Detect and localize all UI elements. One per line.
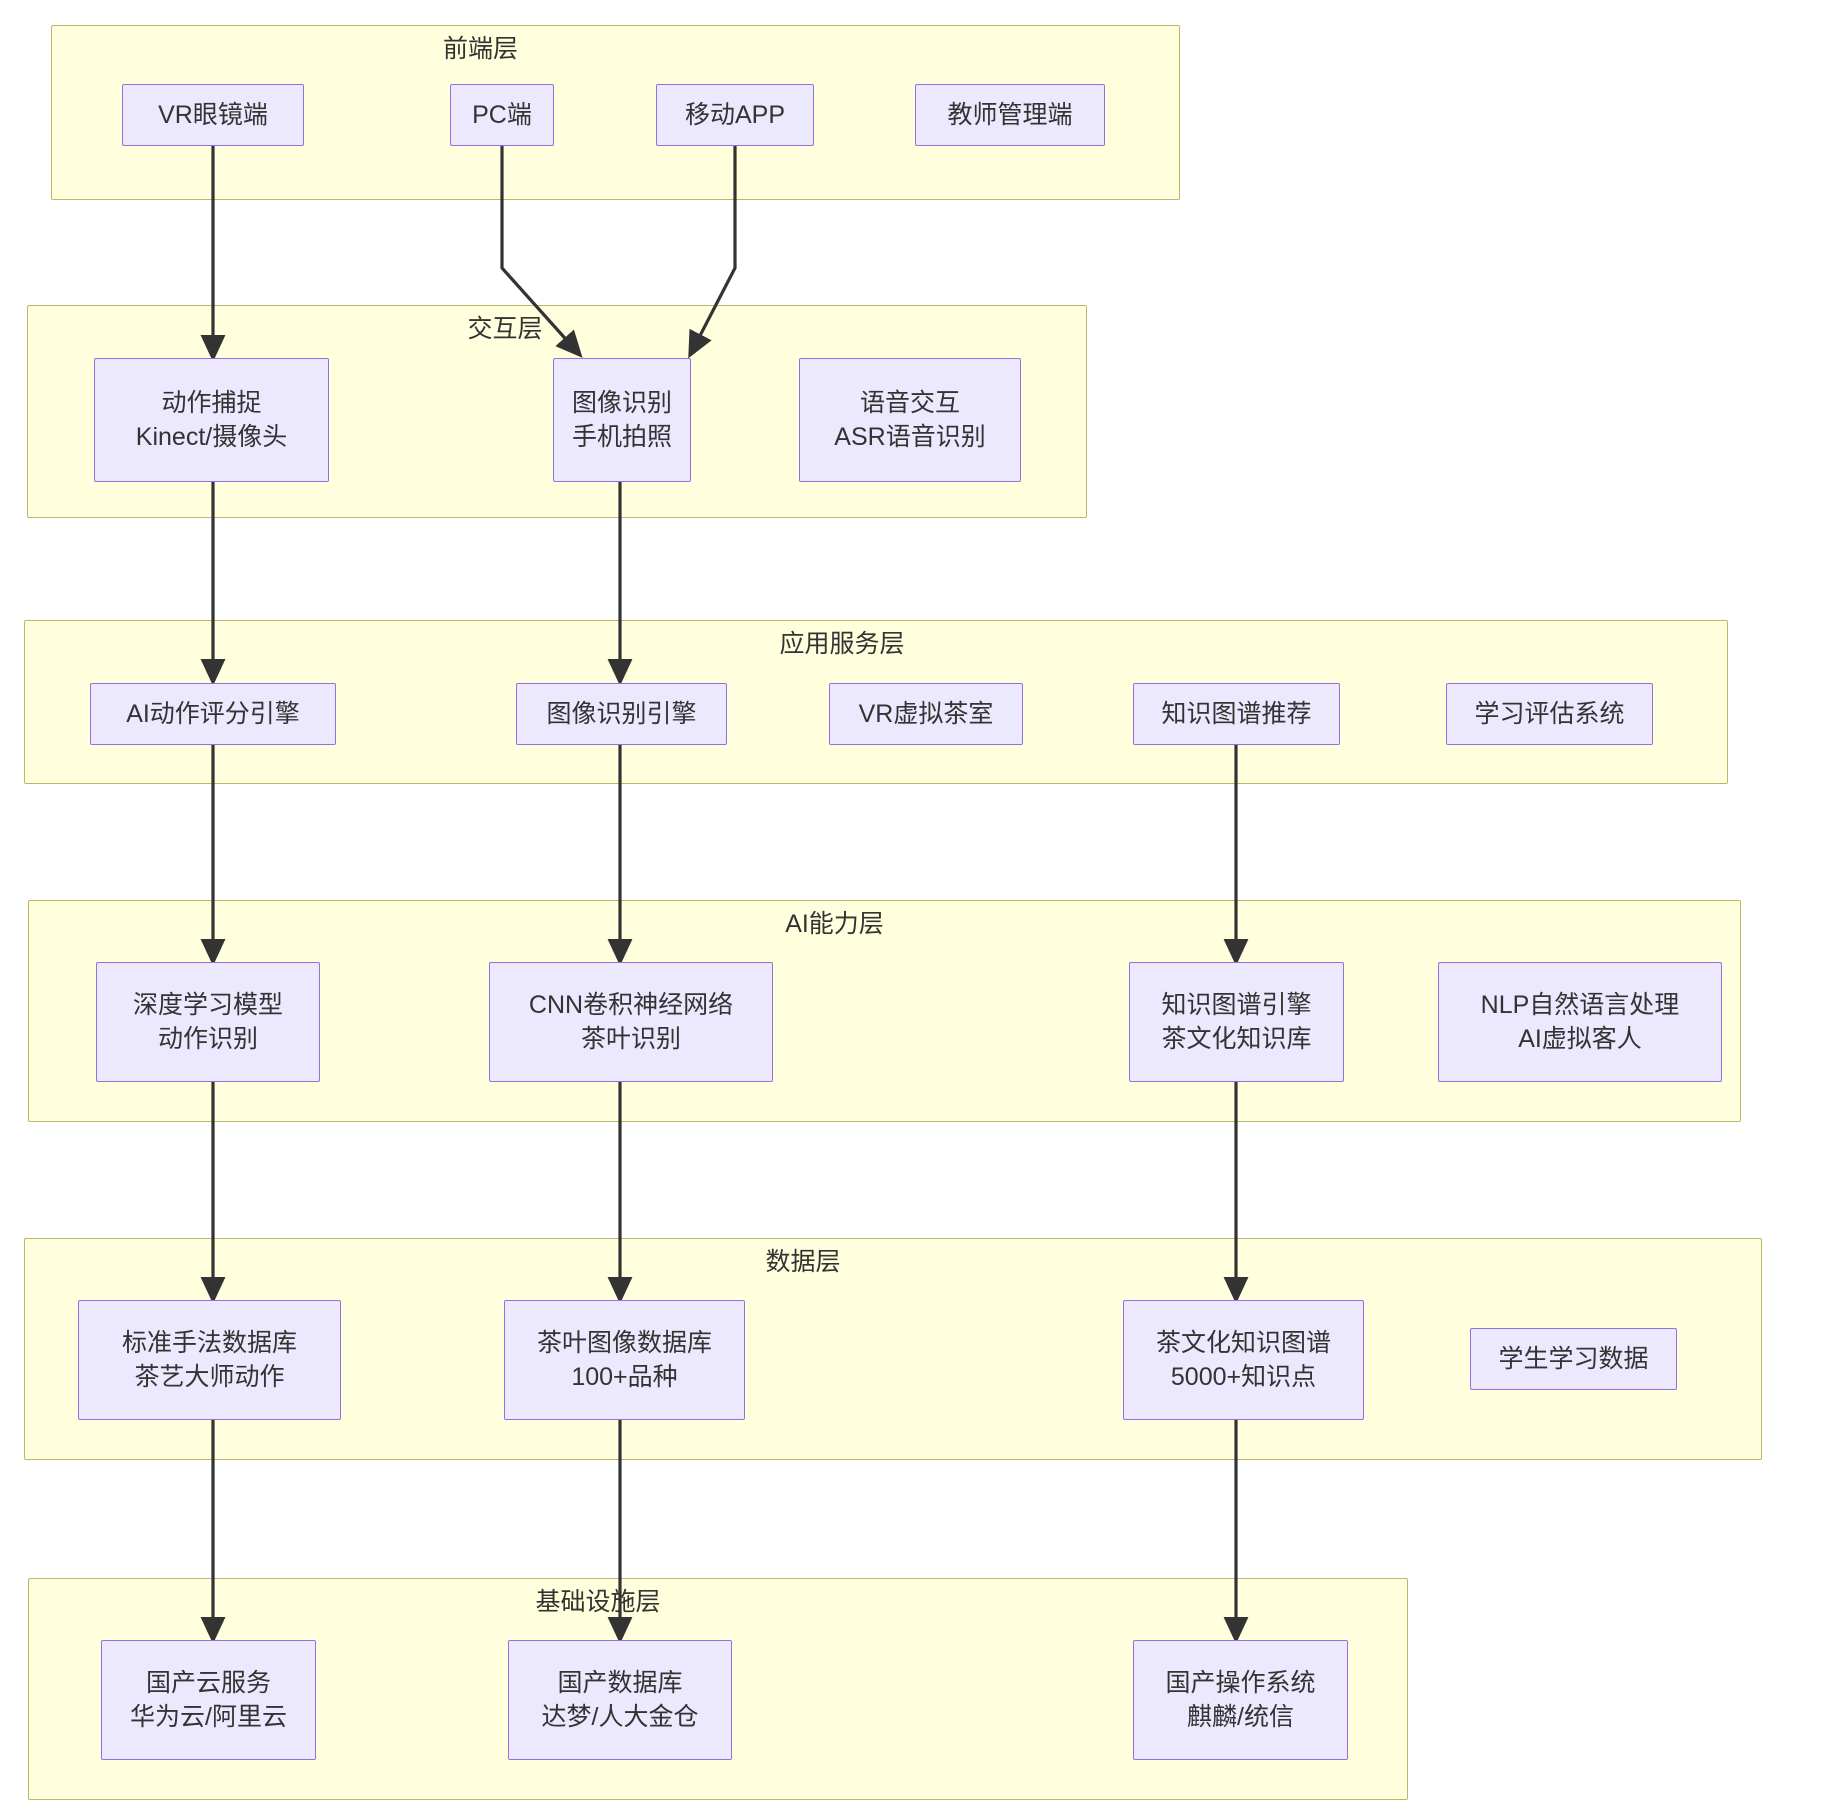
- node-deep-learning-model[interactable]: 深度学习模型 动作识别: [96, 962, 320, 1082]
- node-kg-recommend-label: 知识图谱推荐: [1161, 700, 1312, 728]
- node-tea-culture-kg[interactable]: 茶文化知识图谱 5000+知识点: [1123, 1300, 1364, 1420]
- node-mobile-app[interactable]: 移动APP: [656, 84, 814, 146]
- node-standard-technique-db-label-2: 茶艺大师动作: [134, 1363, 285, 1391]
- node-mobile-app-label: 移动APP: [684, 101, 786, 129]
- node-standard-technique-db-label-1: 标准手法数据库: [121, 1329, 297, 1357]
- node-domestic-database[interactable]: 国产数据库 达梦/人大金仓: [508, 1640, 732, 1760]
- node-tea-image-db[interactable]: 茶叶图像数据库 100+品种: [504, 1300, 745, 1420]
- node-deep-learning-model-label-2: 动作识别: [157, 1025, 258, 1053]
- node-nlp-processing[interactable]: NLP自然语言处理 AI虚拟客人: [1438, 962, 1722, 1082]
- layer-title-application: 应用服务层: [779, 630, 905, 658]
- node-image-recog-engine[interactable]: 图像识别引擎: [516, 683, 727, 745]
- node-tea-culture-kg-label-1: 茶文化知识图谱: [1155, 1329, 1331, 1357]
- node-tea-culture-kg-label-2: 5000+知识点: [1170, 1363, 1317, 1391]
- node-domestic-cloud[interactable]: 国产云服务 华为云/阿里云: [101, 1640, 316, 1760]
- node-pc-client[interactable]: PC端: [450, 84, 554, 146]
- node-vr-glasses-label: VR眼镜端: [158, 101, 268, 129]
- node-student-learning-data-label: 学生学习数据: [1498, 1345, 1649, 1373]
- node-kg-engine-label-1: 知识图谱引擎: [1161, 991, 1312, 1019]
- node-kg-engine[interactable]: 知识图谱引擎 茶文化知识库: [1129, 962, 1344, 1082]
- node-image-recog-engine-label: 图像识别引擎: [546, 700, 697, 728]
- node-image-recognition-label-1: 图像识别: [571, 389, 672, 417]
- layer-title-ai-capability: AI能力层: [785, 910, 884, 938]
- node-voice-interaction-label-1: 语音交互: [859, 389, 960, 417]
- node-standard-technique-db[interactable]: 标准手法数据库 茶艺大师动作: [78, 1300, 341, 1420]
- layer-title-frontend: 前端层: [442, 35, 518, 63]
- node-domestic-cloud-label-2: 华为云/阿里云: [130, 1703, 287, 1731]
- node-deep-learning-model-label-1: 深度学习模型: [132, 991, 283, 1019]
- node-learning-assessment[interactable]: 学习评估系统: [1446, 683, 1653, 745]
- node-image-recognition-label-2: 手机拍照: [571, 423, 672, 451]
- layer-title-infrastructure: 基础设施层: [535, 1588, 661, 1616]
- node-vr-glasses[interactable]: VR眼镜端: [122, 84, 304, 146]
- node-cnn-network-label-2: 茶叶识别: [580, 1025, 681, 1053]
- node-kg-engine-label-2: 茶文化知识库: [1161, 1025, 1312, 1053]
- node-tea-image-db-label-1: 茶叶图像数据库: [536, 1329, 712, 1357]
- node-domestic-os-label-1: 国产操作系统: [1165, 1669, 1316, 1697]
- layer-title-interaction: 交互层: [467, 315, 543, 343]
- node-domestic-os-label-2: 麒麟/统信: [1187, 1703, 1294, 1731]
- node-cnn-network-label-1: CNN卷积神经网络: [528, 991, 734, 1019]
- node-learning-assessment-label: 学习评估系统: [1474, 700, 1625, 728]
- node-teacher-admin[interactable]: 教师管理端: [915, 84, 1105, 146]
- node-voice-interaction-label-2: ASR语音识别: [834, 423, 986, 451]
- node-tea-image-db-label-2: 100+品种: [571, 1363, 678, 1391]
- node-cnn-network[interactable]: CNN卷积神经网络 茶叶识别: [489, 962, 773, 1082]
- node-image-recognition[interactable]: 图像识别 手机拍照: [553, 358, 691, 482]
- node-kg-recommend[interactable]: 知识图谱推荐: [1133, 683, 1340, 745]
- node-pc-client-label: PC端: [472, 101, 532, 129]
- node-motion-capture-label-1: 动作捕捉: [161, 389, 262, 417]
- node-teacher-admin-label: 教师管理端: [947, 101, 1073, 129]
- node-nlp-processing-label-2: AI虚拟客人: [1518, 1025, 1642, 1053]
- node-voice-interaction[interactable]: 语音交互 ASR语音识别: [799, 358, 1021, 482]
- node-motion-capture[interactable]: 动作捕捉 Kinect/摄像头: [94, 358, 329, 482]
- node-vr-tea-room[interactable]: VR虚拟茶室: [829, 683, 1023, 745]
- node-motion-capture-label-2: Kinect/摄像头: [135, 423, 288, 451]
- node-domestic-cloud-label-1: 国产云服务: [145, 1669, 271, 1697]
- layer-title-data: 数据层: [765, 1248, 841, 1276]
- node-vr-tea-room-label: VR虚拟茶室: [858, 700, 994, 728]
- node-student-learning-data[interactable]: 学生学习数据: [1470, 1328, 1677, 1390]
- node-domestic-database-label-1: 国产数据库: [557, 1669, 683, 1697]
- node-nlp-processing-label-1: NLP自然语言处理: [1480, 991, 1680, 1019]
- node-ai-scoring-engine-label: AI动作评分引擎: [126, 700, 300, 728]
- node-domestic-database-label-2: 达梦/人大金仓: [541, 1703, 699, 1731]
- node-domestic-os[interactable]: 国产操作系统 麒麟/统信: [1133, 1640, 1348, 1760]
- node-ai-scoring-engine[interactable]: AI动作评分引擎: [90, 683, 336, 745]
